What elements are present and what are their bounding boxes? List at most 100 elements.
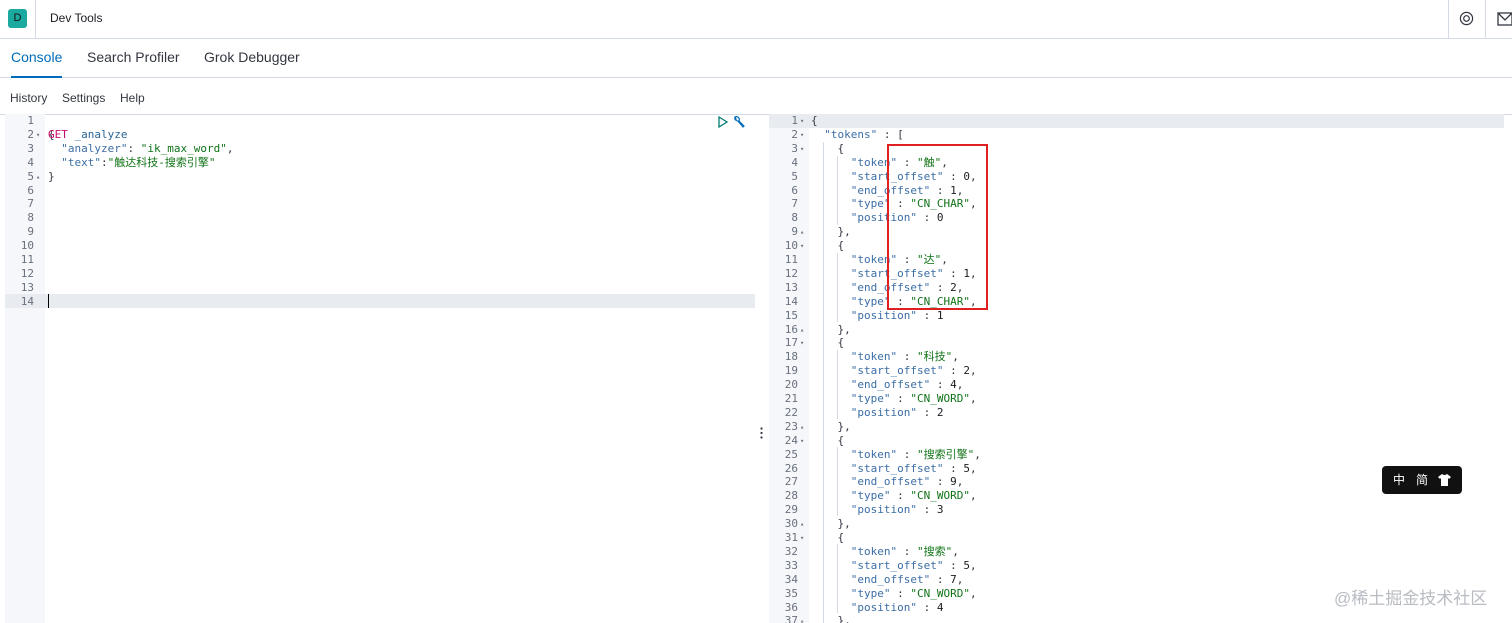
- fold-toggle-icon[interactable]: ▾: [800, 534, 805, 542]
- code-text: "text":"触达科技-搜索引擎": [61, 155, 216, 169]
- tab-grok-debugger[interactable]: Grok Debugger: [204, 49, 300, 65]
- tab-bar: Console Search Profiler Grok Debugger: [0, 39, 1512, 78]
- line-number: 4: [791, 155, 798, 169]
- line-number: 25: [784, 447, 798, 461]
- ime-toolbar[interactable]: 中 简: [1382, 466, 1462, 494]
- code-text: "start_offset" : 5,: [850, 461, 977, 475]
- fold-toggle-icon[interactable]: ▾: [36, 130, 41, 139]
- line-number: 3: [791, 141, 798, 155]
- fold-toggle-icon[interactable]: ▾: [800, 436, 805, 445]
- header-divider: [1485, 0, 1486, 38]
- settings-link[interactable]: Settings: [62, 91, 106, 105]
- indent-guide: [837, 447, 838, 516]
- line-number: 18: [784, 350, 798, 364]
- line-number: 17: [784, 336, 798, 350]
- line-number: 14: [784, 294, 798, 308]
- play-icon[interactable]: [717, 116, 729, 128]
- line-number: 27: [784, 475, 798, 489]
- line-number: 1: [791, 114, 798, 127]
- help-globe-icon[interactable]: [1459, 11, 1474, 26]
- code-text: "start_offset" : 0,: [850, 169, 977, 183]
- fold-toggle-icon[interactable]: ▴: [800, 422, 805, 431]
- code-text: "analyzer": "ik_max_word",: [61, 141, 234, 155]
- drag-handle-icon[interactable]: [760, 427, 763, 439]
- line-number: 34: [784, 572, 798, 586]
- code-text: },: [811, 322, 851, 336]
- line-number: 30: [784, 517, 798, 531]
- fold-toggle-icon[interactable]: ▴: [800, 617, 805, 623]
- code-text: "position" : 1: [850, 308, 944, 322]
- text-cursor: [48, 294, 49, 308]
- line-number: 32: [784, 544, 798, 558]
- pane-resizer[interactable]: [756, 114, 768, 623]
- help-link[interactable]: Help: [120, 91, 145, 105]
- line-number: 35: [784, 586, 798, 600]
- fold-toggle-icon[interactable]: ▾: [800, 130, 805, 139]
- line-number: 10: [20, 239, 34, 253]
- line-number: 24: [784, 433, 798, 447]
- indent-guide: [837, 350, 838, 419]
- fold-toggle-icon[interactable]: ▴: [36, 172, 41, 181]
- code-text: {: [811, 114, 818, 127]
- fold-toggle-icon[interactable]: ▴: [800, 325, 805, 334]
- code-text: "end_offset" : 9,: [850, 475, 964, 489]
- ime-mode[interactable]: 简: [1416, 473, 1429, 487]
- line-number: 1: [27, 114, 34, 127]
- line-number: 14: [20, 294, 34, 308]
- code-text: "position" : 0: [850, 211, 944, 225]
- tab-search-profiler[interactable]: Search Profiler: [87, 49, 180, 65]
- ime-language[interactable]: 中: [1393, 473, 1406, 487]
- code-text: "token" : "搜索引擎",: [850, 447, 981, 461]
- code-text: "position" : 2: [850, 405, 944, 419]
- code-text: "start_offset" : 2,: [850, 364, 977, 378]
- history-link[interactable]: History: [10, 91, 48, 105]
- code-text: {: [811, 336, 845, 350]
- code-text: "start_offset" : 5,: [850, 558, 977, 572]
- shirt-icon[interactable]: [1438, 474, 1451, 486]
- line-number: 29: [784, 503, 798, 517]
- response-gutter: [769, 114, 809, 623]
- app-avatar[interactable]: D: [8, 9, 27, 28]
- line-number: 12: [20, 266, 34, 280]
- fold-toggle-icon[interactable]: ▾: [800, 339, 805, 348]
- code-text: {: [48, 127, 55, 141]
- line-number: 16: [784, 322, 798, 336]
- code-text: "end_offset" : 1,: [850, 183, 964, 197]
- line-number: 7: [27, 197, 34, 211]
- line-number: 7: [791, 197, 798, 211]
- console-menu: History Settings Help: [0, 78, 1512, 115]
- code-text: {: [811, 531, 845, 544]
- request-path: _analyze: [74, 128, 128, 141]
- fold-toggle-icon[interactable]: ▾: [800, 242, 805, 251]
- mail-icon[interactable]: [1497, 12, 1512, 26]
- line-number: 23: [784, 419, 798, 433]
- indent-guide: [837, 253, 838, 322]
- line-number: 5: [27, 169, 34, 183]
- line-number: 22: [784, 405, 798, 419]
- code-text: },: [811, 225, 851, 239]
- line-number: 33: [784, 558, 798, 572]
- response-editor[interactable]: 1▾{2▾ "tokens" : [3▾ {4 "token" : "触",5 …: [769, 114, 1512, 623]
- fold-toggle-icon[interactable]: ▾: [800, 117, 805, 125]
- line-number: 9: [791, 225, 798, 239]
- wrench-icon[interactable]: [732, 115, 746, 129]
- line-number: 8: [791, 211, 798, 225]
- code-text: "end_offset" : 4,: [850, 378, 964, 392]
- line-number: 9: [27, 225, 34, 239]
- fold-toggle-icon[interactable]: ▴: [800, 228, 805, 237]
- code-text: {: [811, 239, 845, 253]
- code-text: "start_offset" : 1,: [850, 266, 977, 280]
- code-text: "position" : 4: [850, 600, 944, 614]
- line-number: 10: [784, 239, 798, 253]
- line-number: 26: [784, 461, 798, 475]
- fold-toggle-icon[interactable]: ▾: [800, 144, 805, 153]
- request-method: GET: [48, 128, 68, 141]
- line-number: 5: [791, 169, 798, 183]
- code-text: "type" : "CN_CHAR",: [850, 197, 977, 211]
- tab-console[interactable]: Console: [11, 39, 63, 78]
- line-number: 6: [27, 183, 34, 197]
- fold-toggle-icon[interactable]: ▴: [800, 520, 805, 529]
- code-text: "token" : "科技",: [850, 350, 959, 364]
- code-text: "position" : 3: [850, 503, 944, 517]
